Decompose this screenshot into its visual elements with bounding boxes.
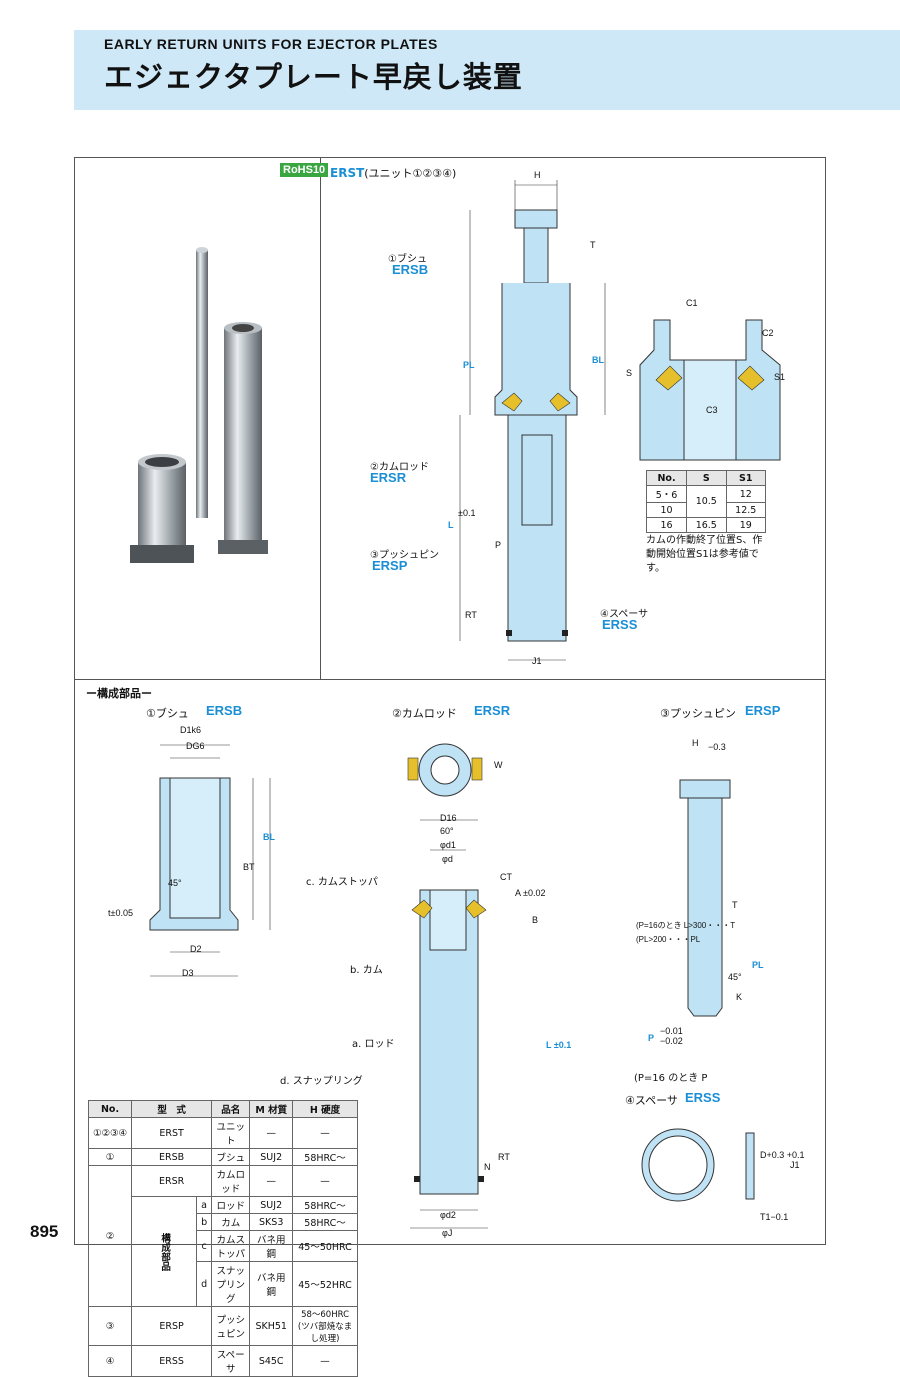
spacer-T1: T1−0.1 [760,1212,789,1222]
title-english: EARLY RETURN UNITS FOR EJECTOR PLATES [104,36,438,52]
bush-D3: D3 [182,968,194,978]
callout-spacer-code: ERSS [602,617,638,632]
bush-DG6: DG6 [186,741,205,751]
callout-rod: a. ロッド [352,1039,395,1050]
bush-BL: BL [263,832,275,842]
spacer-J1: J1 [790,1160,800,1170]
bush-label: ①ブシュ [146,707,189,720]
dim-J1: J1 [532,656,542,666]
pushpin-drawing [679,779,731,1017]
camrod-drawing [407,743,488,1229]
camrod-J: φJ [442,1228,453,1238]
pin-K: K [736,992,743,1002]
spacer-code: ERSS [685,1090,721,1105]
pin-label: ③プッシュピン [660,707,736,720]
dim-BL: BL [592,355,604,365]
title-japanese: エジェクタプレート早戻し装置 [104,60,523,94]
detail-C2: C2 [762,328,774,338]
dim-T: T [590,240,596,250]
product-photo [130,247,268,563]
callout-bush-label: ①ブシュ [388,254,427,265]
bush-t: t±0.05 [108,908,133,918]
rohs-badge: RoHS10 [280,163,329,177]
page-number: 895 [30,1222,59,1241]
camrod-CT: CT [500,872,512,882]
dim-PL: PL [463,360,475,370]
bush-D2: D2 [190,944,202,954]
camrod-RT: RT [498,1152,510,1162]
camrod-label: ②カムロッド [392,707,457,720]
camrod-D16: D16 [440,813,457,823]
bush-code: ERSB [206,703,243,718]
pin-P-tol1: −0.01 [660,1026,683,1036]
bush-BT: BT [243,862,255,872]
header-banner: EARLY RETURN UNITS FOR EJECTOR PLATES エジ… [74,30,900,110]
detail-S1: S1 [774,372,786,382]
pin-code: ERSP [745,703,781,718]
bush-D1: D1k6 [180,725,202,735]
pin-H: H [692,738,699,748]
vertical-divider [320,157,321,679]
unit-assembly-drawing [459,180,606,661]
detail-C1: C1 [686,298,698,308]
components-heading: ー構成部品ー [86,687,152,700]
camrod-W: W [494,760,503,770]
callout-cam: b. カム [350,965,383,976]
spacer-D: D+0.3 +0.1 [760,1150,805,1160]
camrod-code: ERSR [474,703,511,718]
bush-drawing [149,744,271,977]
callout-spacer-label: ④スペーサ [600,609,649,620]
cam-detail-drawing [639,319,781,461]
spacer-drawing [641,1128,755,1202]
camrod-L: L ±0.1 [546,1040,572,1050]
detail-S: S [626,368,633,378]
pin-T: T [732,900,738,910]
pin-H-tol: −0.3 [708,742,726,752]
dim-H: H [534,170,541,180]
pin-pl-note: (PL>200・・・PL [636,935,701,944]
camrod-d2: φd2 [440,1210,456,1220]
bush-45deg: 45° [168,878,182,888]
camrod-60deg: 60° [440,826,454,836]
dim-L: L [448,520,454,530]
pin-note: (P=16 のとき P [634,1073,708,1084]
pin-PL: PL [752,960,764,970]
callout-camrod-label: ②カムロッド [370,462,429,473]
camrod-d1: φd1 [440,840,456,850]
camrod-B: B [532,915,539,925]
unit-title: ERST(ユニット①②③④) [330,166,457,180]
callout-camrod-code: ERSR [370,470,407,485]
pin-P-tol2: −0.02 [660,1036,683,1046]
dim-P: P [495,540,502,550]
callout-pin-code: ERSP [372,558,408,573]
spacer-label: ④スペーサ [625,1094,678,1107]
callout-pin-label: ③プッシュピン [370,550,439,561]
content-frame [74,157,826,1245]
detail-note: カムの作動終了位置S、作動開始位置S1は参考値です。 [646,535,763,574]
callout-cam-stopper: c. カムストッパ [306,877,378,888]
detail-C3: C3 [706,405,718,415]
callout-bush-code: ERSB [392,262,429,277]
pin-t-note: (P=16のとき L>300・・・T [636,921,736,930]
camrod-d: φd [442,854,453,864]
dim-L-tol: ±0.1 [458,508,476,518]
horizontal-divider [74,679,826,680]
dim-RT: RT [465,610,477,620]
camrod-N: N [484,1162,491,1172]
pin-45deg: 45° [728,972,742,982]
camrod-A: A ±0.02 [515,888,546,898]
pin-P: P [648,1033,655,1043]
callout-snap-ring: d. スナップリング [280,1076,363,1087]
